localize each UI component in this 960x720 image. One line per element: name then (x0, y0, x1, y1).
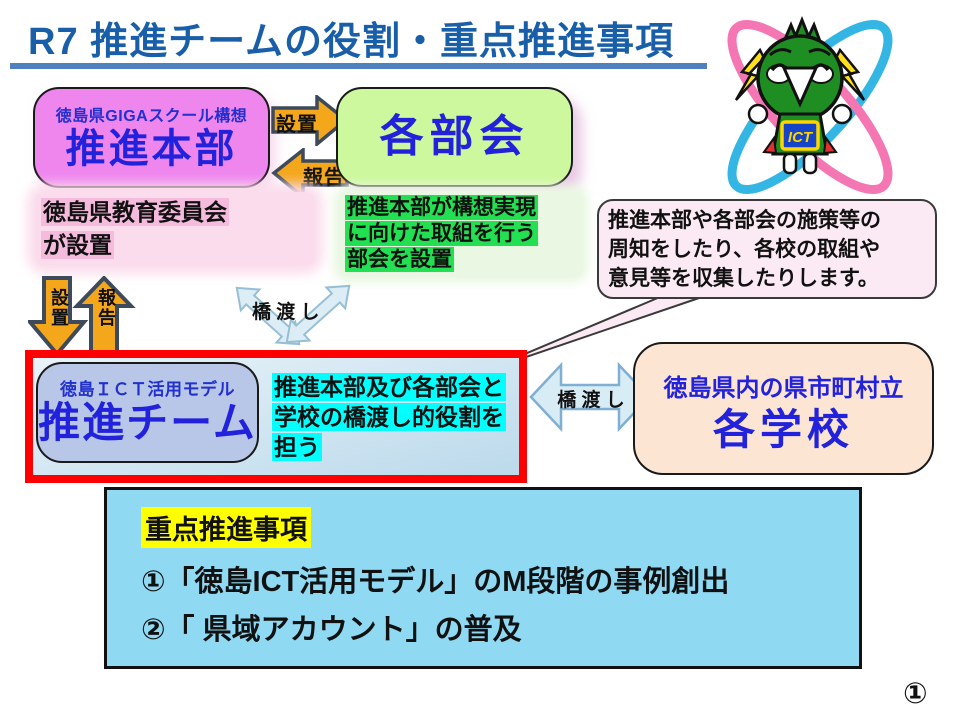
report-arrow-label: 報告 (303, 167, 345, 189)
promotion-team-note: 推進本部及び各部会と 学校の橋渡し的役割を 担う (272, 372, 522, 462)
ict-mascot-icon: ICT (727, 15, 893, 195)
mascot-badge-label: ICT (788, 129, 814, 146)
page-number: ① (903, 678, 928, 710)
priority-items-box: 重点推進事項 ①「徳島ICT活用モデル」のM段階の事例創出 ②「 県域アカウント… (104, 487, 862, 669)
promotion-hq-box: 徳島県GIGAスクール構想 推進本部 (33, 87, 270, 188)
report-arrow-left: 報告 (271, 146, 349, 201)
report-vertical-label: 報告 (96, 288, 116, 328)
page-title: R7 推進チームの役割・重点推進事項 (28, 21, 674, 63)
subcommittees-note: 推進本部が構想実現 に向けた取組を行う 部会を設置 (339, 191, 583, 277)
callout-line2: 周知をしたり、各校の取組や (608, 238, 881, 261)
establish-report-vertical-arrows (28, 276, 136, 356)
schools-title: 各学校 (712, 406, 854, 453)
subcommittees-note-line1: 推進本部が構想実現 (345, 195, 538, 220)
priority-item-1: ①「徳島ICT活用モデル」のM段階の事例創出 (141, 566, 730, 598)
promotion-hq-tag: 徳島県GIGAスクール構想 (55, 108, 248, 125)
promotion-team-title: 推進チーム (38, 399, 257, 446)
team-note-line1: 推進本部及び各部会と (272, 373, 506, 401)
team-note-line3: 担う (272, 433, 322, 461)
hq-note-line1: 徳島県教育委員会 (41, 198, 229, 226)
bridge-mid-arrows (235, 284, 351, 346)
subcommittees-note-line3: 部会を設置 (345, 247, 454, 272)
title-underline (10, 63, 707, 69)
subcommittees-note-line2: に向けた取組を行う (345, 221, 538, 246)
subcommittees-title: 各部会 (379, 112, 530, 161)
hq-note-line2: が設置 (41, 231, 114, 259)
callout-line1: 推進本部や各部会の施策等の (608, 209, 881, 232)
subcommittees-box: 各部会 (336, 87, 573, 187)
hq-note: 徳島県教育委員会 が設置 (35, 192, 315, 266)
team-note-line2: 学校の橋渡し的役割を (272, 403, 506, 431)
schools-box: 徳島県内の県市町村立 各学校 (633, 342, 934, 475)
establish-arrow-right: 設置 (271, 93, 349, 148)
priority-item-2: ②「 県域アカウント」の普及 (141, 614, 522, 646)
priority-heading: 重点推進事項 (141, 507, 311, 548)
promotion-team-box: 徳島ＩＣＴ活用モデル 推進チーム (36, 362, 259, 463)
callout-bubble: 推進本部や各部会の施策等の 周知をしたり、各校の取組や 意見等を収集したりします… (597, 199, 937, 299)
promotion-team-tag: 徳島ＩＣＴ活用モデル (60, 380, 235, 399)
establish-vertical-label: 設置 (49, 288, 69, 328)
establish-arrow-label: 設置 (276, 114, 318, 136)
promotion-hq-title: 推進本部 (65, 127, 238, 171)
bridge-right-label: 橋 渡 し (557, 390, 625, 411)
schools-tag: 徳島県内の県市町村立 (663, 375, 904, 402)
callout-line3: 意見等を収集したりします。 (608, 267, 879, 290)
bridge-mid-label: 橋 渡 し (252, 302, 320, 323)
